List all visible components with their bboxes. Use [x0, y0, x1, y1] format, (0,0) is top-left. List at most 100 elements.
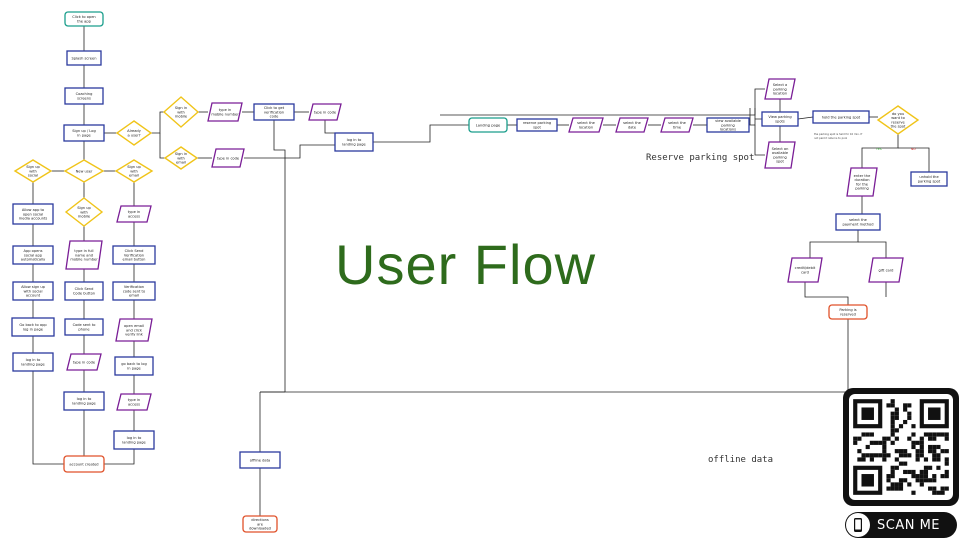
- qr-module: [932, 474, 937, 479]
- qr-module: [878, 453, 883, 458]
- qr-module: [878, 440, 883, 445]
- node-label: type in code: [314, 110, 337, 114]
- flow-connector: [749, 118, 762, 126]
- qr-module: [886, 474, 891, 479]
- qr-module: [936, 453, 941, 458]
- node-shape: [65, 240, 103, 270]
- qr-module: [865, 453, 870, 458]
- qr-module: [923, 478, 929, 483]
- qr-module: [869, 432, 874, 437]
- node-shape: [242, 515, 278, 533]
- qr-module: [928, 449, 933, 454]
- qr-module: [919, 474, 924, 479]
- qr-module: [915, 474, 920, 479]
- qr-module: [861, 407, 874, 420]
- offline-section-label: offline data: [708, 455, 774, 465]
- qr-module: [853, 436, 858, 441]
- node-shape: [787, 257, 823, 283]
- qr-module: [944, 474, 949, 479]
- qr-code-card[interactable]: SCAN ME: [843, 388, 959, 538]
- qr-code-icon: [853, 399, 949, 495]
- qr-module: [886, 453, 891, 458]
- qr-module: [861, 474, 874, 487]
- qr-module: [915, 440, 920, 445]
- node-label: account created: [69, 462, 98, 466]
- qr-module: [882, 453, 887, 458]
- qr-module: [882, 444, 887, 450]
- qr-module: [894, 449, 899, 454]
- qr-module: [890, 465, 895, 470]
- node-shape: [13, 159, 53, 183]
- qr-module: [936, 465, 941, 470]
- qr-module: [932, 478, 937, 483]
- scan-me-button[interactable]: SCAN ME: [845, 512, 957, 538]
- qr-module: [890, 474, 895, 479]
- flow-connector: [858, 241, 887, 258]
- qr-module: [903, 419, 908, 425]
- qr-module: [928, 432, 933, 437]
- qr-module: [890, 486, 895, 491]
- qr-module: [890, 440, 895, 445]
- qr-module: [919, 440, 924, 445]
- qr-module: [936, 432, 941, 437]
- flow-connector: [159, 133, 165, 159]
- qr-module: [932, 436, 937, 441]
- node-shape: [239, 451, 281, 469]
- qr-module: [890, 415, 895, 420]
- qr-module: [932, 457, 937, 462]
- qr-module: [886, 436, 891, 441]
- flow-connector: [804, 282, 849, 305]
- qr-module: [894, 428, 899, 433]
- qr-module: [915, 457, 920, 462]
- node-shape: [660, 117, 694, 133]
- qr-module: [898, 449, 904, 454]
- qr-module: [857, 449, 862, 454]
- qr-module: [944, 457, 949, 462]
- qr-module: [923, 457, 929, 462]
- qr-module: [869, 457, 874, 462]
- node-shape: [63, 391, 105, 411]
- qr-module: [944, 449, 949, 454]
- node-shape: [12, 203, 54, 225]
- qr-module: [907, 436, 912, 441]
- node-shape: [868, 257, 904, 283]
- qr-module: [923, 469, 929, 475]
- qr-module: [940, 490, 945, 495]
- qr-module: [869, 453, 874, 458]
- node-shape: [334, 132, 374, 152]
- qr-module: [944, 461, 949, 466]
- node-label: type in code: [217, 156, 240, 160]
- qr-module: [853, 440, 858, 445]
- qr-module: [940, 486, 945, 491]
- flow-connector: [260, 319, 849, 393]
- qr-module: [890, 399, 895, 404]
- qr-module: [919, 449, 924, 454]
- flow-connector: [244, 144, 335, 159]
